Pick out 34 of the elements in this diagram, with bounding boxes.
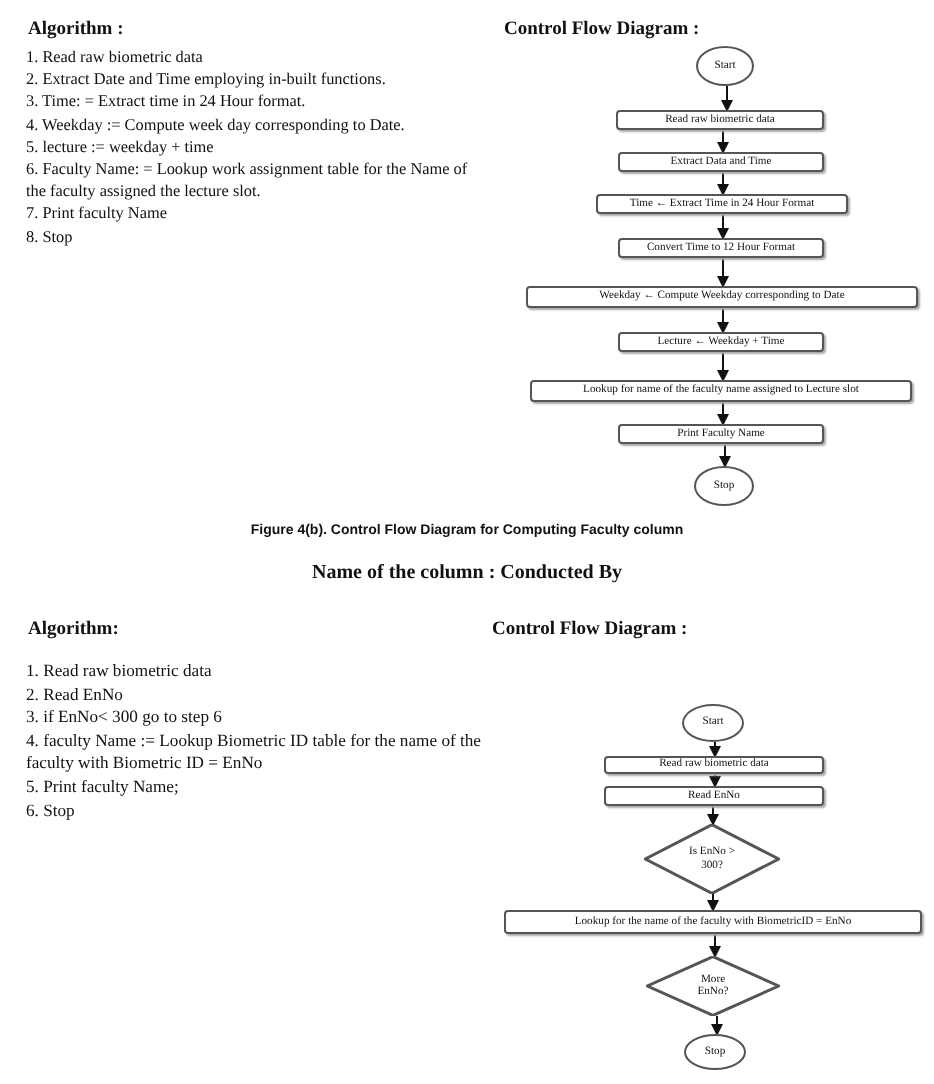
heading: Control Flow Diagram : <box>504 20 702 40</box>
arrow <box>707 805 719 826</box>
arrow <box>711 1015 723 1036</box>
arrow <box>709 741 721 758</box>
algorithm-step: 6. Faculty Name: = Lookup work assignment table for the Name of the faculty assigned the lecture slot. <box>26 158 482 203</box>
algorithm-step: 5. Print faculty Name; <box>26 775 482 800</box>
algorithm-step: 2. Extract Date and Time employing in-built functions. <box>26 68 482 91</box>
heading: Name of the column : Conducted By <box>310 562 624 584</box>
arrow <box>717 401 729 426</box>
arrow <box>719 443 731 468</box>
arrow <box>717 129 729 154</box>
heading: Control Flow Diagram : <box>492 620 690 640</box>
heading: Algorithm: <box>28 620 121 640</box>
arrow <box>717 351 729 382</box>
algorithm-step: 6. Stop <box>26 799 482 823</box>
arrow <box>709 773 721 788</box>
arrow <box>709 933 721 958</box>
algorithm-step: 1. Read raw biometric data <box>26 46 482 69</box>
algorithm-step: 3. if EnNo< 300 go to step 6 <box>26 706 482 730</box>
algorithm-step: 7. Print faculty Name <box>26 202 482 226</box>
algorithm-step: 4. faculty Name := Lookup Biometric ID table for the name of the faculty with Biometric ID = EnNo <box>26 729 482 776</box>
algorithm-step: 3. Time: = Extract time in 24 Hour format. <box>26 90 482 114</box>
algorithm-step: 1. Read raw biometric data <box>26 660 482 684</box>
arrow <box>707 893 719 912</box>
arrow <box>717 307 729 334</box>
arrow <box>717 213 729 240</box>
arrow <box>717 171 729 196</box>
arrow <box>721 85 733 112</box>
algorithm-step: 4. Weekday := Compute week day corresponding to Date. <box>26 113 482 136</box>
algorithm-step: 5. lecture := weekday + time <box>26 135 482 159</box>
algorithm-step: 8. Stop <box>26 225 482 248</box>
heading: Algorithm : <box>28 20 126 40</box>
algorithm-step: 2. Read EnNo <box>26 683 482 707</box>
arrow <box>717 257 729 288</box>
